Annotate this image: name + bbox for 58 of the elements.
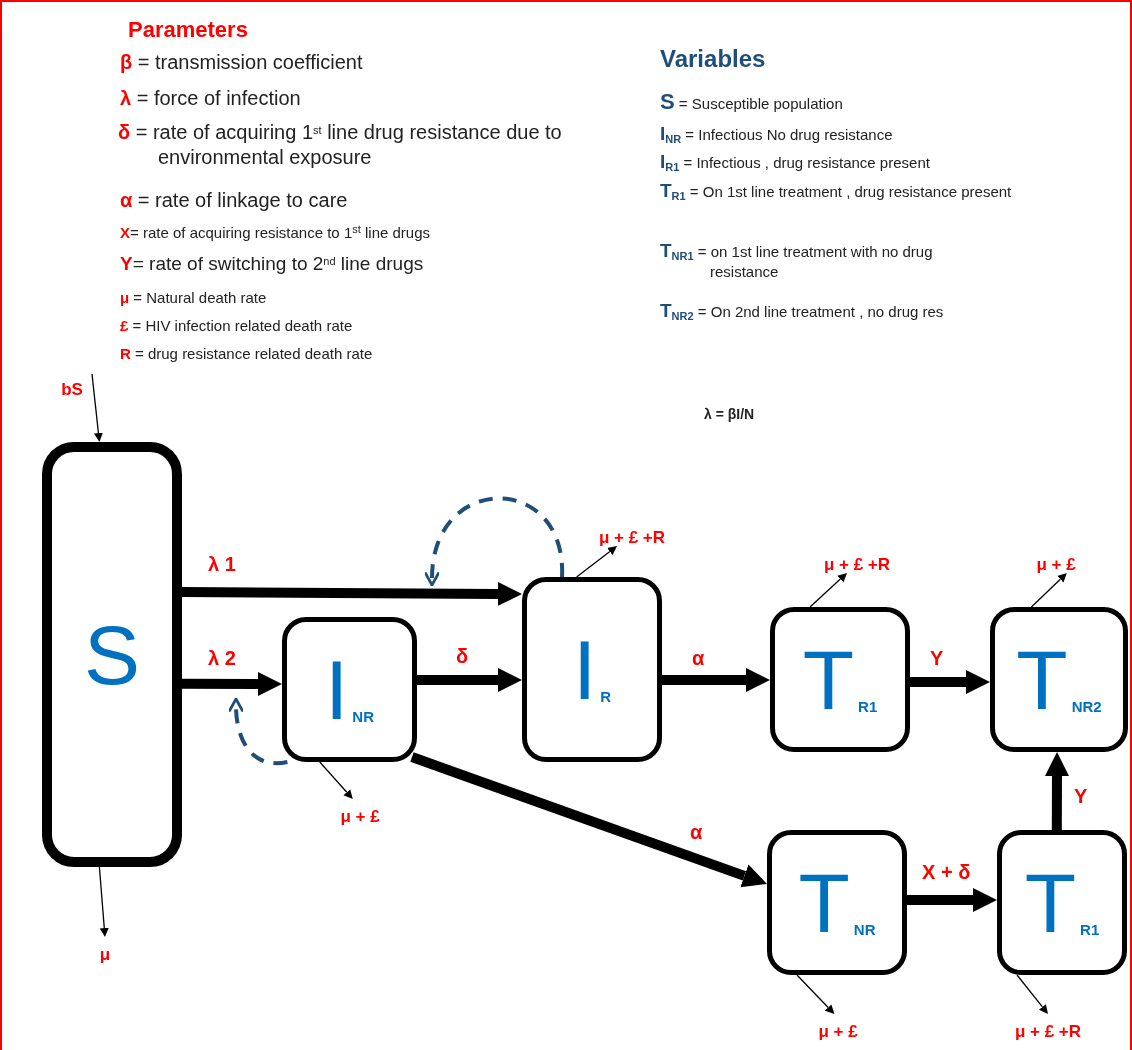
compartment-box <box>770 607 910 752</box>
feedback-arrow <box>424 496 565 587</box>
outflow-arrow <box>796 974 835 1014</box>
edge-label: Y <box>1072 786 1090 806</box>
flow-arrow <box>182 671 282 696</box>
variable-definition: I$_{NR}$ = Infectious No drug resistance <box>660 122 894 146</box>
outflow-arrow <box>91 373 103 442</box>
rate-label: μ + £ +R <box>998 1014 1098 1040</box>
parameter-definition: δ = rate of acquiring 1$^{st}$ line drug resistance due to environmental exposure <box>118 120 563 170</box>
compartment-symbol: S <box>84 612 140 697</box>
rate-label: μ + £ <box>324 799 396 825</box>
edge-label: δ <box>454 646 471 666</box>
rate-label: μ + £ <box>802 1014 874 1040</box>
flow-arrow <box>910 669 990 694</box>
outflow-arrow <box>98 866 109 937</box>
parameter-definition: Y= rate of switching to 2$^{nd}$ line drugs <box>120 252 425 276</box>
section-heading: Parameters <box>128 16 249 44</box>
compartment-box <box>990 607 1128 752</box>
flow-arrow <box>417 668 522 692</box>
outflow-arrow <box>319 761 353 799</box>
outflow-arrow <box>809 573 847 608</box>
parameter-definition: X= rate of acquiring resistance to 1$^{st}$ line drugs <box>120 224 431 243</box>
variable-definition: T$_{NR1}$ = on 1st line treatment with no drug resistance <box>660 239 934 282</box>
parameter-definition: β = transmission coefficient <box>120 50 364 75</box>
edge-label: Y <box>928 648 946 668</box>
flow-arrow <box>182 581 522 606</box>
section-heading: Variables <box>660 44 767 74</box>
variable-definition: S = Susceptible population <box>660 88 844 116</box>
rate-label: bS <box>52 374 92 398</box>
compartment-box <box>42 442 182 867</box>
compartment-box <box>767 830 907 975</box>
flow-arrow <box>410 752 767 888</box>
rate-label: μ + £ +R <box>807 545 907 573</box>
rate-label: μ <box>88 937 122 963</box>
parameter-definition: α = rate of linkage to care <box>120 188 349 213</box>
formula: λ = βI/N <box>704 406 756 424</box>
compartment-box <box>997 830 1127 975</box>
parameter-definition: R = drug resistance related death rate <box>120 345 374 364</box>
variable-definition: T$_{NR2}$ = On 2nd line treatment , no drug res <box>660 299 945 323</box>
flow-arrow <box>907 888 997 913</box>
compartment-box <box>522 577 662 762</box>
variable-definition: T$_{R1}$ = On 1st line treatment , drug resistance present <box>660 179 1013 203</box>
edge-label: λ 1 <box>206 554 238 574</box>
outflow-arrow <box>575 546 617 578</box>
flow-arrow <box>1045 752 1069 830</box>
parameter-definition: λ = force of infection <box>120 86 302 111</box>
parameter-definition: μ = Natural death rate <box>120 289 268 308</box>
edge-label: X + δ <box>920 862 973 882</box>
parameter-definition: £ = HIV infection related death rate <box>120 317 354 336</box>
outflow-arrow <box>1030 573 1067 608</box>
rate-label: μ + £ <box>1020 545 1092 573</box>
compartment-box <box>282 617 417 762</box>
rate-label: μ + £ +R <box>582 518 682 546</box>
flow-arrow <box>662 667 770 692</box>
feedback-arrow <box>227 697 288 766</box>
variable-definition: I$_{R1}$ = Infectious , drug resistance present <box>660 150 931 174</box>
edge-label: λ 2 <box>206 648 238 668</box>
outflow-arrow <box>1016 974 1048 1014</box>
